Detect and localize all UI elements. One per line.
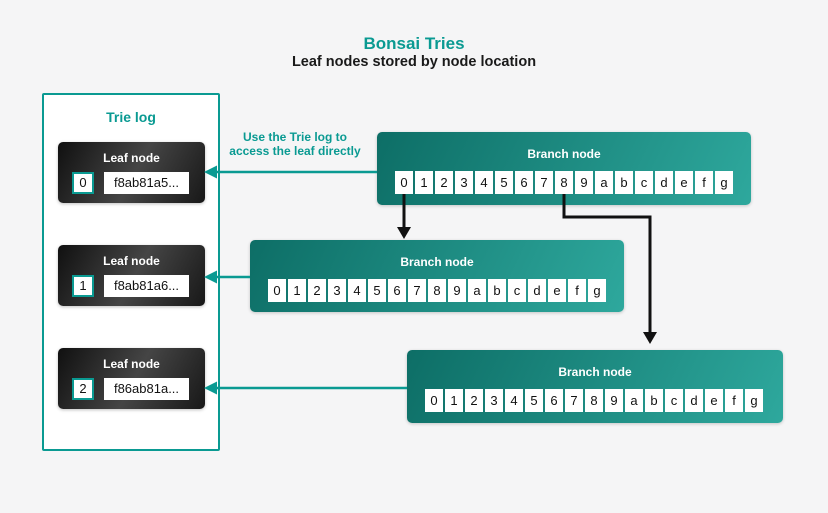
branch-2-cell-8: 8 bbox=[585, 389, 603, 412]
branch-1-cell-f: f bbox=[568, 279, 586, 302]
branch-2-cell-e: e bbox=[705, 389, 723, 412]
leaf-node-label: Leaf node bbox=[103, 151, 160, 165]
branch-0-cell-7: 7 bbox=[535, 171, 553, 194]
leaf-hash-value: f8ab81a5... bbox=[104, 172, 189, 194]
branch-0-cell-3: 3 bbox=[455, 171, 473, 194]
branch-node-label: Branch node bbox=[527, 147, 601, 161]
trie-log-title: Trie log bbox=[106, 109, 156, 125]
leaf-node-label: Leaf node bbox=[103, 357, 160, 371]
leaf-hash-value: f8ab81a6... bbox=[104, 275, 189, 297]
branch-0-cell-d: d bbox=[655, 171, 673, 194]
branch-2-cell-5: 5 bbox=[525, 389, 543, 412]
branch-2-cell-1: 1 bbox=[445, 389, 463, 412]
branch-2-cell-g: g bbox=[745, 389, 763, 412]
branch-1-cell-9: 9 bbox=[448, 279, 466, 302]
branch-0-cell-2: 2 bbox=[435, 171, 453, 194]
annotation-line-1: Use the Trie log to bbox=[242, 130, 347, 144]
branch-0-cell-c: c bbox=[635, 171, 653, 194]
branch-1-cell-e: e bbox=[548, 279, 566, 302]
branch-1-cell-3: 3 bbox=[328, 279, 346, 302]
branch-1-cell-6: 6 bbox=[388, 279, 406, 302]
leaf-node-1: Leaf node 1 f8ab81a6... bbox=[58, 245, 205, 306]
branch-1-cell-d: d bbox=[528, 279, 546, 302]
branch-2-cell-2: 2 bbox=[465, 389, 483, 412]
branch-2-cell-f: f bbox=[725, 389, 743, 412]
leaf-index-cell: 0 bbox=[72, 172, 94, 194]
branch-2-cell-7: 7 bbox=[565, 389, 583, 412]
branch-0-cell-a: a bbox=[595, 171, 613, 194]
branch-1-cell-4: 4 bbox=[348, 279, 366, 302]
branch-2-cell-3: 3 bbox=[485, 389, 503, 412]
diagram-title: Bonsai Tries bbox=[363, 34, 465, 53]
leaf-index-cell: 2 bbox=[72, 378, 94, 400]
branch-0-cell-b: b bbox=[615, 171, 633, 194]
branch-2-cell-9: 9 bbox=[605, 389, 623, 412]
branch-2-cell-0: 0 bbox=[425, 389, 443, 412]
branch-1-cell-2: 2 bbox=[308, 279, 326, 302]
branch-2-cell-6: 6 bbox=[545, 389, 563, 412]
leaf-node-2: Leaf node 2 f86ab81a... bbox=[58, 348, 205, 409]
branch-0-cell-6: 6 bbox=[515, 171, 533, 194]
branch-1-cell-g: g bbox=[588, 279, 606, 302]
branch-0-cell-9: 9 bbox=[575, 171, 593, 194]
branch-1-cell-8: 8 bbox=[428, 279, 446, 302]
annotation-line-2: access the leaf directly bbox=[229, 144, 361, 158]
branch-2-cell-d: d bbox=[685, 389, 703, 412]
branch-1-cell-0: 0 bbox=[268, 279, 286, 302]
branch-0-cell-f: f bbox=[695, 171, 713, 194]
leaf-node-label: Leaf node bbox=[103, 254, 160, 268]
branch-2-cell-4: 4 bbox=[505, 389, 523, 412]
branch-1-cell-c: c bbox=[508, 279, 526, 302]
branch-0-cell-g: g bbox=[715, 171, 733, 194]
leaf-index-cell: 1 bbox=[72, 275, 94, 297]
branch-2-cell-c: c bbox=[665, 389, 683, 412]
branch-0-cell-e: e bbox=[675, 171, 693, 194]
branch-2-cell-a: a bbox=[625, 389, 643, 412]
branch-2-cell-b: b bbox=[645, 389, 663, 412]
branch-node-label: Branch node bbox=[558, 365, 632, 379]
arrowhead-branch2 bbox=[397, 227, 411, 239]
annotation-text: Use the Trie log to access the leaf dire… bbox=[215, 130, 375, 158]
arrowhead-branch3 bbox=[643, 332, 657, 344]
diagram-subtitle: Leaf nodes stored by node location bbox=[291, 54, 537, 70]
branch-1-cell-5: 5 bbox=[368, 279, 386, 302]
branch-1-cell-1: 1 bbox=[288, 279, 306, 302]
leaf-hash-value: f86ab81a... bbox=[104, 378, 189, 400]
branch-0-cell-4: 4 bbox=[475, 171, 493, 194]
branch-0-cell-5: 5 bbox=[495, 171, 513, 194]
branch-1-cell-7: 7 bbox=[408, 279, 426, 302]
branch-1-cell-b: b bbox=[488, 279, 506, 302]
branch-0-cell-0: 0 bbox=[395, 171, 413, 194]
branch-0-cell-8: 8 bbox=[555, 171, 573, 194]
leaf-node-0: Leaf node 0 f8ab81a5... bbox=[58, 142, 205, 203]
branch-1-cell-a: a bbox=[468, 279, 486, 302]
branch-0-cell-1: 1 bbox=[415, 171, 433, 194]
branch-node-label: Branch node bbox=[400, 255, 474, 269]
